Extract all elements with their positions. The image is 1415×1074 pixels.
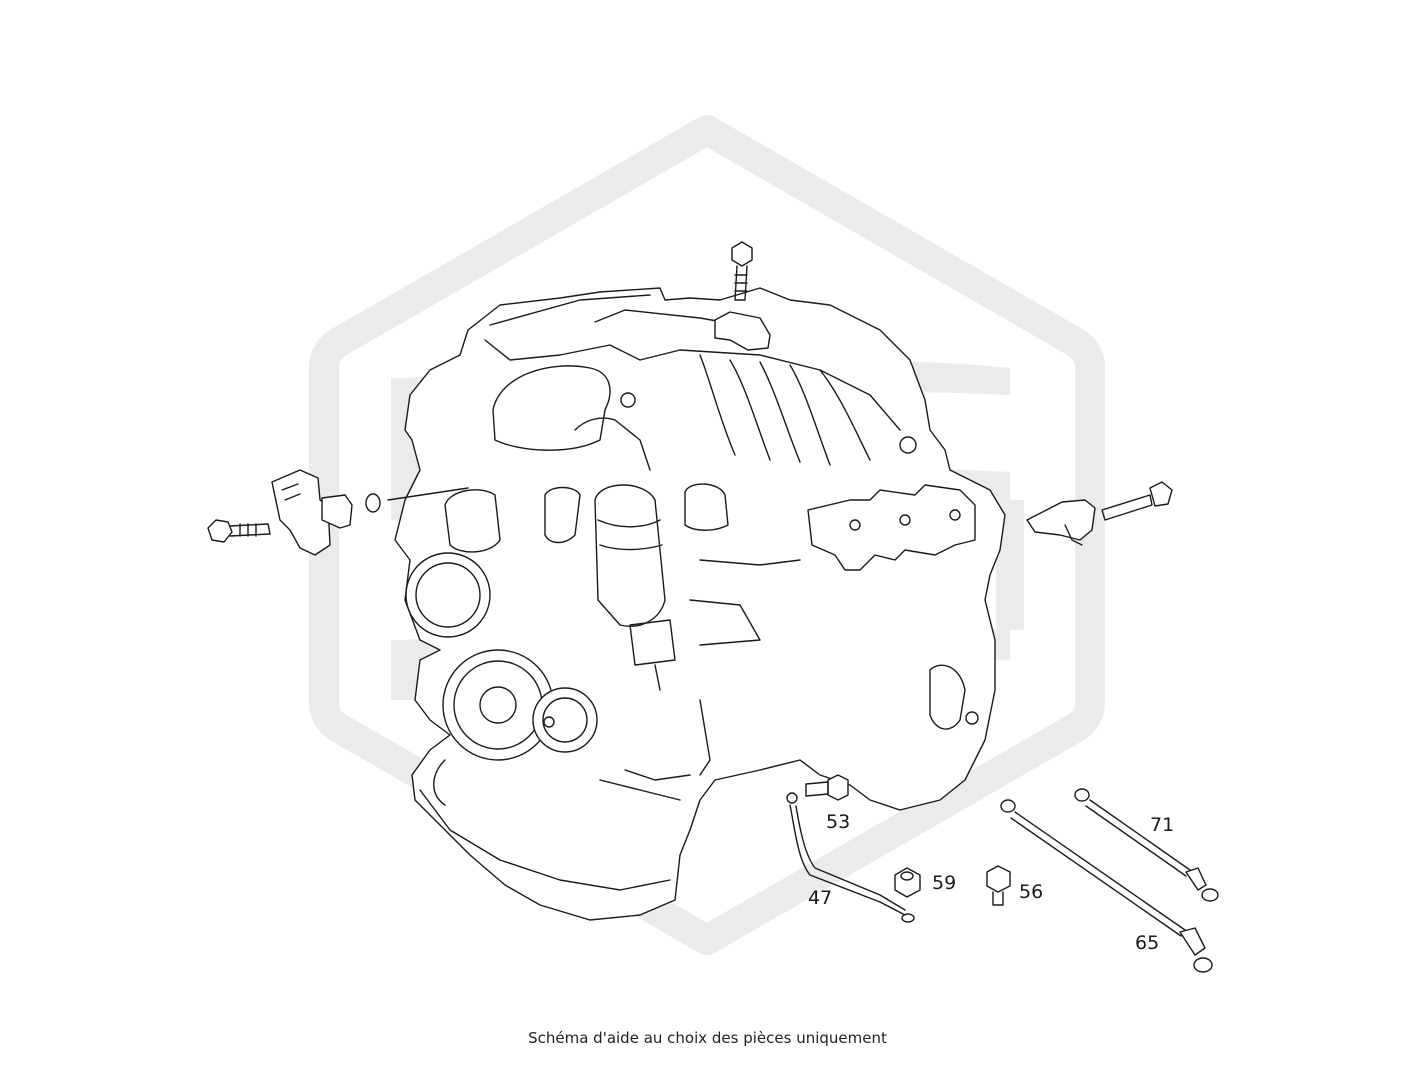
knock-sensor-assembly: [714, 241, 771, 351]
callout-59: 59: [932, 872, 956, 894]
camshaft-sensor-assembly: [207, 469, 469, 556]
callout-47: 47: [808, 887, 832, 909]
part-53-bolt: [805, 774, 849, 801]
part-71-battery-cable: [1074, 788, 1219, 902]
part-47-ground-strap: [786, 792, 915, 923]
part-56-bolt: [986, 865, 1011, 906]
crankshaft-sensor-assembly: [1026, 481, 1173, 546]
part-59-nut: [894, 867, 921, 898]
callout-56: 56: [1019, 881, 1043, 903]
callout-65: 65: [1135, 932, 1159, 954]
callout-71: 71: [1150, 814, 1174, 836]
callout-53: 53: [826, 811, 850, 833]
diagram-caption: Schéma d'aide au choix des pièces unique…: [528, 1029, 887, 1047]
part-65-battery-cable: [1000, 799, 1213, 973]
